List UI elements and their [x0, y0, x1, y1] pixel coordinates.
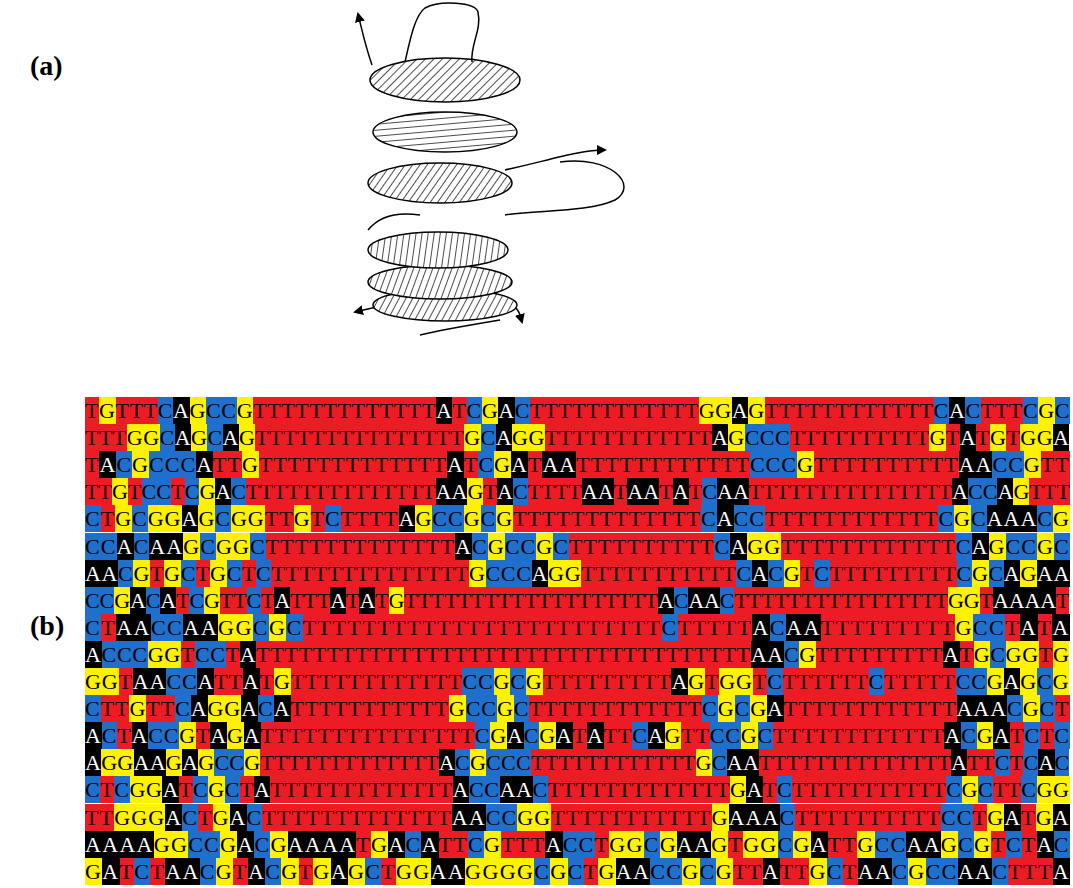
sequence-row: AACGTGCTGCTCTTTTTTTTTTTTTTGCCCAGGTTTTTTT… [85, 560, 1070, 587]
sequence-row: TTGTCCTCGACTTTTTTTTTTTTTTAAGTACTTTTAATAA… [85, 478, 1070, 505]
sequence-row: CCACAAGCGGCTTTTTTTTTTTTTACGCCGCTTTTTTTTT… [85, 533, 1070, 560]
sequence-row: TGTTTCAGCCGTTTTTTTTTTTTTATCGACTTTTTTTTTT… [85, 397, 1070, 424]
sequence-row: TTTGGCAGCAGTTTTTTTTTTTTTTTGCAGGTTTTTTTTT… [85, 424, 1069, 451]
sequence-row: AAAAGGCCGACGAAAATGACATTCGTTTACCTGGCGAAGT… [85, 831, 1070, 858]
sequence-row: AGGAAGAGCCGTTTTTTTTTTTTTACGCCCTTTTTTTTTT… [85, 749, 1069, 776]
panel-label: (a) [30, 50, 63, 82]
sequence-row: TTGGGACTGACTTTTTTTTTTTTTAACCGGTTTTTTTTTT… [85, 804, 1070, 831]
sequence-row: CTCGGATCGCTATTTTTTTTTTTTTACCAACTTTTTTTTT… [85, 776, 1070, 803]
sequence-row: ACTACCGTAGATTTTTTTTTTTTTTTCGACGATATTCAGT… [85, 722, 1070, 749]
sequence-row: CTGCGGAGCGGTTGTCTTTTAGCCGCGTTTTTTTTTTTTT… [85, 505, 1070, 532]
sequence-row: ACCCGGTCCTATTTTTTTTTTTTTTTTTTTTTTTTTTTTT… [85, 641, 1069, 668]
panel-label: (b) [30, 610, 64, 642]
sequence-row: CTAACCAAGGCGCTTTTTTTTTTTTTTTTTTTTTTTTCTT… [85, 614, 1070, 641]
sequence-row: GATCTAACGTACGTGAGCTGGAAGGGGCGCTGAACCGCGT… [85, 858, 1070, 885]
sequence-row: CCGACATCGTTCTATTTATATGTTTTTTTTTTTTTTTTTT… [85, 587, 1069, 614]
sequence-row: GGTAACCATTATGTTTTTTTTTTTTCCGCGTTTTTTTTTA… [85, 668, 1069, 695]
wrapped-discs-illustration [0, 0, 1073, 370]
sequence-row: TACGCCCATTGTTTTTTTTTTTTTATCGATAATTTTTTTT… [85, 451, 1070, 478]
sequence-row: CTTGTTCAGGACATTTTTTTTTTTGCCGCTTTTTTTTTTT… [85, 695, 1070, 722]
